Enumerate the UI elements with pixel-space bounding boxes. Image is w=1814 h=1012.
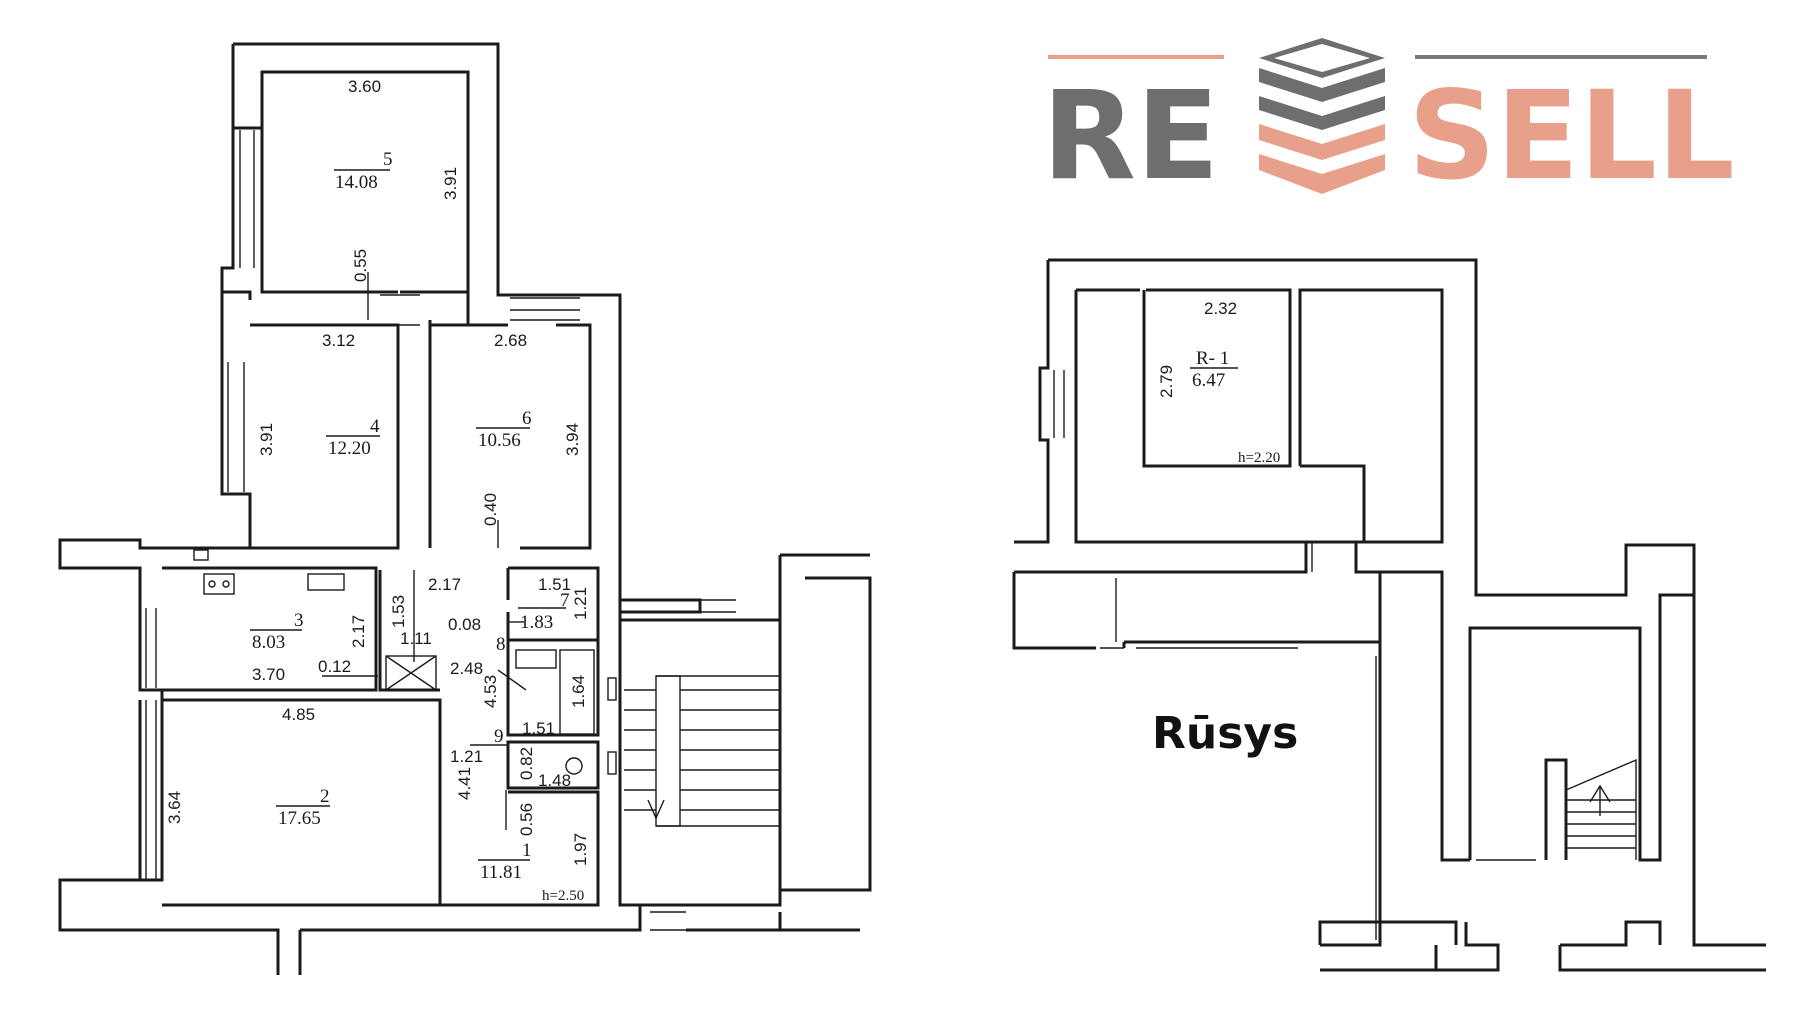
dimension-label: 0.08 <box>448 615 481 634</box>
room-number: 8 <box>496 634 506 655</box>
dimension-label: 1.64 <box>569 675 588 708</box>
dimension-label: 3.70 <box>252 665 285 684</box>
dimension-label: 1.48 <box>538 771 571 790</box>
dimension-label: 1.51 <box>538 575 571 594</box>
dimension-label: 2.68 <box>494 331 527 350</box>
resell-logo: RE SELL <box>1042 38 1735 207</box>
dimension-label: 4.53 <box>481 675 500 708</box>
cellar-plan: R- 1 6.47 2.32 2.79 h=2.20 Rūsys <box>1012 258 1766 972</box>
dimension-label: 1.21 <box>450 747 483 766</box>
dimension-label: 2.79 <box>1157 365 1176 398</box>
fixture-icons <box>193 549 595 775</box>
room-area: 14.08 <box>335 172 378 193</box>
dimension-label: 1.53 <box>389 595 408 628</box>
room-number: 3 <box>294 610 304 631</box>
ceiling-height: h=2.20 <box>1238 450 1280 466</box>
apartment-plan: 5 14.08 4 12.20 6 10.56 3 8.03 7 1.83 8 … <box>58 42 872 975</box>
dimension-label: 3.12 <box>322 331 355 350</box>
room-number: R- 1 <box>1196 348 1229 369</box>
room-area: 1.83 <box>520 612 553 633</box>
logo-stack-icon <box>1259 38 1385 194</box>
room-number: 6 <box>522 408 532 429</box>
dimension-label: 0.82 <box>517 747 536 780</box>
dimension-label: 1.97 <box>571 833 590 866</box>
dimension-label: 0.55 <box>351 249 370 282</box>
dimension-label: 2.17 <box>428 575 461 594</box>
room-area: 17.65 <box>278 808 321 829</box>
room-number: 9 <box>494 726 504 747</box>
dimension-label: 4.85 <box>282 705 315 724</box>
dimension-label: 1.51 <box>522 719 555 738</box>
room-number: 7 <box>560 590 570 611</box>
room-area: 10.56 <box>478 430 521 451</box>
dimension-label: 1.21 <box>571 587 590 620</box>
room-area: 6.47 <box>1192 370 1225 391</box>
room-area: 11.81 <box>480 862 522 883</box>
dimension-label: 0.56 <box>517 803 536 836</box>
dimension-label: 0.40 <box>481 493 500 526</box>
cellar-stair-icon <box>1565 758 1637 860</box>
room-number: 4 <box>370 416 380 437</box>
room-number: 2 <box>320 786 330 807</box>
room-number: 1 <box>522 840 532 861</box>
room-number: 5 <box>383 149 393 170</box>
room-area: 12.20 <box>328 438 371 459</box>
logo-text-sell: SELL <box>1408 65 1735 207</box>
dimension-label: 3.64 <box>165 791 184 824</box>
dimension-label: 4.41 <box>455 767 474 800</box>
dimension-label: 2.17 <box>349 615 368 648</box>
dimension-label: 2.32 <box>1204 299 1237 318</box>
dimension-label: 3.91 <box>257 423 276 456</box>
dimension-label: 2.48 <box>450 659 483 678</box>
dimension-label: 3.94 <box>563 423 582 456</box>
dimension-label: 0.12 <box>318 657 351 676</box>
dimension-label: 1.11 <box>400 629 432 648</box>
ceiling-height: h=2.50 <box>542 888 584 904</box>
room-area: 8.03 <box>252 632 285 653</box>
dimension-label: 3.91 <box>441 167 460 200</box>
stair-icon <box>607 675 780 827</box>
logo-text-re: RE <box>1042 65 1219 207</box>
dimension-label: 3.60 <box>348 77 381 96</box>
basement-label: Rūsys <box>1152 708 1298 759</box>
